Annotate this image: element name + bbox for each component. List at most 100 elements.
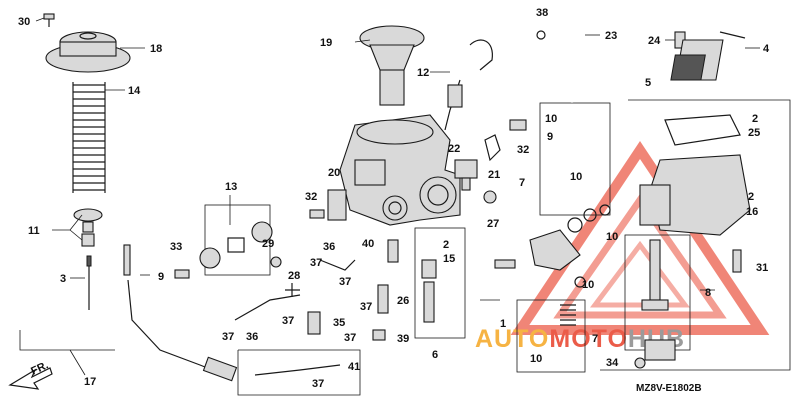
part-10-linkage — [529, 204, 611, 288]
part-8-jet — [641, 239, 669, 311]
callout-32-b: 32 — [305, 191, 317, 203]
callout-37-a: 37 — [310, 257, 322, 269]
callout-2-c: 2 — [443, 239, 449, 251]
callout-2-b: 2 — [748, 191, 754, 203]
callout-37-d: 37 — [282, 315, 294, 327]
callout-10-c: 10 — [606, 231, 618, 243]
callout-25: 25 — [748, 127, 760, 139]
part-18-top-cap — [45, 31, 131, 73]
callout-16: 16 — [746, 206, 758, 218]
callout-numbers: 30 18 19 38 23 24 4 14 12 5 2 25 10 9 32… — [18, 7, 770, 390]
callout-35: 35 — [333, 317, 345, 329]
svg-text:AUTOMOTOHUB: AUTOMOTOHUB — [475, 325, 685, 353]
callout-9-b: 9 — [158, 271, 164, 283]
callout-23: 23 — [605, 30, 617, 42]
callout-21: 21 — [488, 169, 500, 181]
part-27-screw — [483, 190, 497, 204]
callout-37-e: 37 — [344, 332, 356, 344]
callout-15: 15 — [443, 253, 455, 265]
callout-9-a: 9 — [547, 131, 553, 143]
part-21-bracket — [484, 134, 501, 162]
callout-10-d: 10 — [582, 279, 594, 291]
callout-27: 27 — [487, 218, 499, 230]
part-17-cable — [69, 244, 238, 382]
callout-37-b: 37 — [339, 276, 351, 288]
callout-32-a: 32 — [517, 144, 529, 156]
part-20-bracket — [327, 189, 347, 221]
callout-10-e: 10 — [530, 353, 542, 365]
part-34-drain — [634, 339, 676, 369]
callout-24: 24 — [648, 35, 661, 47]
part-26-screw — [377, 284, 389, 314]
callout-28: 28 — [288, 270, 300, 282]
callout-30: 30 — [18, 16, 30, 28]
part-32-screw-a — [509, 119, 527, 131]
part-39-nut — [372, 329, 386, 341]
callout-6: 6 — [432, 349, 438, 361]
callout-20: 20 — [328, 167, 340, 179]
diagram-code: MZ8V-E1802B — [636, 383, 702, 394]
callout-38: 38 — [536, 7, 548, 19]
callout-4: 4 — [763, 43, 770, 55]
watermark-triangles-icon — [510, 140, 770, 335]
part-23-hose — [557, 13, 583, 103]
direction-fr-icon: FR. — [8, 359, 53, 390]
part-32-screw-b — [309, 209, 325, 219]
callout-5: 5 — [645, 77, 651, 89]
watermark-text-moto: MOTO — [549, 325, 628, 353]
watermark-text-auto: AUTO — [475, 325, 549, 353]
callout-18: 18 — [150, 43, 162, 55]
callout-29: 29 — [262, 238, 274, 250]
part-12-pipe — [444, 39, 493, 131]
part-31-screw — [732, 249, 742, 273]
part-41-hose — [254, 364, 341, 376]
callout-36-b: 36 — [246, 331, 258, 343]
callout-26: 26 — [397, 295, 409, 307]
callout-7-b: 7 — [592, 333, 598, 345]
callout-37-f: 37 — [222, 331, 234, 343]
callout-10-b: 10 — [570, 171, 582, 183]
part-22-sensor — [454, 159, 478, 191]
leader-lines — [35, 17, 760, 301]
callout-10-a: 10 — [545, 113, 557, 125]
callout-19: 19 — [320, 37, 332, 49]
callout-1: 1 — [500, 318, 506, 330]
callout-33: 33 — [170, 241, 182, 253]
group-boxes — [19, 99, 791, 396]
callout-37-g: 37 — [312, 378, 324, 390]
part-14-spring — [72, 82, 106, 193]
part-29-screw — [270, 256, 282, 268]
part-11-holder — [73, 208, 103, 247]
callout-8: 8 — [705, 287, 711, 299]
part-13-cover — [199, 221, 273, 269]
callout-7-a: 7 — [519, 177, 525, 189]
watermark: AUTOMOTOHUB — [475, 140, 770, 353]
part-33-screw — [174, 269, 190, 279]
part-6-jet-stack — [421, 259, 437, 323]
part-3-needle — [86, 255, 92, 310]
callout-39: 39 — [397, 333, 409, 345]
callout-40: 40 — [362, 238, 374, 250]
callout-2-top: 2 — [752, 113, 758, 125]
callout-14: 14 — [128, 85, 141, 97]
part-4-float — [670, 31, 746, 81]
part-5-float-chamber — [639, 114, 751, 236]
callout-12: 12 — [417, 67, 429, 79]
callout-3: 3 — [60, 273, 66, 285]
callout-41: 41 — [348, 361, 360, 373]
callout-22: 22 — [448, 143, 460, 155]
part-9-screw — [494, 259, 516, 269]
part-30-screw — [43, 13, 55, 27]
callout-37-c: 37 — [360, 301, 372, 313]
part-28-t-joint — [285, 283, 300, 297]
callout-13: 13 — [225, 181, 237, 193]
callout-34: 34 — [606, 357, 619, 369]
part-36-hose — [234, 259, 356, 321]
part-19-diaphragm — [359, 25, 425, 106]
callout-36-a: 36 — [323, 241, 335, 253]
callout-31: 31 — [756, 262, 768, 274]
callout-11: 11 — [28, 225, 40, 237]
callout-17: 17 — [84, 376, 96, 388]
carburetor-body — [339, 114, 461, 226]
